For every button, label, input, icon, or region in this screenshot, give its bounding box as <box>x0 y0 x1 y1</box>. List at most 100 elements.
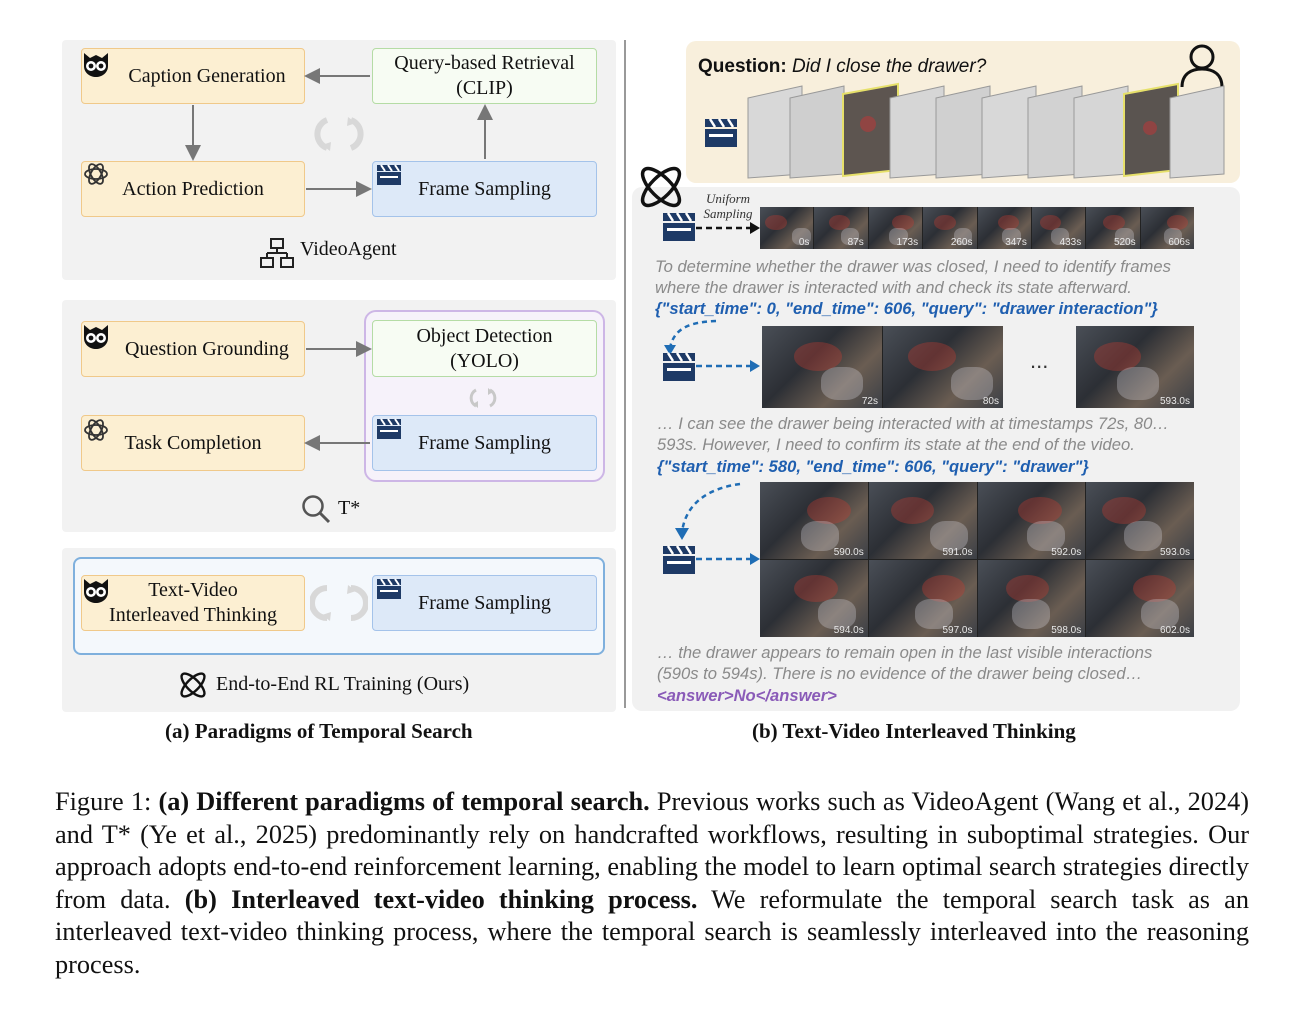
frame-timestamp: 0s <box>798 237 810 248</box>
cycle-icon <box>310 585 368 621</box>
frame-timestamp: 591.0s <box>942 547 973 558</box>
clapperboard-icon <box>377 418 401 439</box>
question-grounding-label: Question Grounding <box>125 337 289 360</box>
video-frame: 520s <box>1086 207 1140 249</box>
interaction-frame-strip: 72s 80s <box>762 326 1003 408</box>
thinking-label-2: Interleaved Thinking <box>109 604 277 626</box>
sampling-label: Sampling <box>703 206 753 221</box>
object-detection-label: Object Detection <box>416 324 553 347</box>
network-icon <box>260 238 294 268</box>
frame-timestamp: 590.0s <box>833 547 864 558</box>
sampling-arrow-2 <box>696 360 760 372</box>
reasoning-step-2: … I can see the drawer being interacted … <box>657 413 1169 455</box>
task-completion-label: Task Completion <box>124 431 262 454</box>
left-arrows <box>185 68 493 451</box>
subcaption-a: (a) Paradigms of Temporal Search <box>165 719 473 743</box>
object-detection-box: Object Detection (YOLO) <box>372 320 597 377</box>
frame-timestamp: 592.0s <box>1051 547 1082 558</box>
reasoning-line: To determine whether the drawer was clos… <box>655 257 1171 276</box>
owl-icon <box>84 325 108 349</box>
last-frame: 593.0s <box>1076 326 1194 408</box>
reasoning-line: 593s. However, I need to confirm its sta… <box>657 435 1135 454</box>
final-answer: <answer>No</answer> <box>657 686 837 705</box>
frame-timestamp: 598.0s <box>1051 625 1082 636</box>
caption-bold-b: (b) Interleaved text-video thinking proc… <box>184 884 698 914</box>
owl-icon <box>84 53 108 77</box>
clapperboard-icon <box>663 352 695 381</box>
video-frame: 260s <box>923 207 977 249</box>
ours-label: End-to-End RL Training (Ours) <box>216 673 470 695</box>
uniform-label: Uniform <box>705 191 751 206</box>
frame-timestamp: 433s <box>1059 237 1082 248</box>
thinking-box: Text-Video Interleaved Thinking <box>81 575 305 631</box>
curved-arrow-2 <box>675 482 741 540</box>
videoagent-label: VideoAgent <box>300 238 397 260</box>
video-frame: 72s <box>762 326 882 408</box>
subcaption-b: (b) Text-Video Interleaved Thinking <box>752 719 1076 743</box>
uniform-arrow <box>696 222 760 234</box>
frame-timestamp: 593.0s <box>1159 396 1190 407</box>
final-frame-grid: 590.0s 591.0s 592.0s 593.0s 594.0s 597.0s 598.… <box>760 482 1194 637</box>
question-grounding-box: Question Grounding <box>81 321 305 377</box>
video-frame: 590.0s <box>760 482 868 559</box>
tstar-label: T* <box>338 497 361 519</box>
frame-timestamp: 173s <box>896 237 919 248</box>
caption-text-a: Previous works such as VideoAgent (Wang … <box>55 787 1250 914</box>
sampling-arrow-3 <box>696 553 760 565</box>
clapperboard-icon <box>377 164 401 185</box>
frame-timestamp: 80s <box>982 396 999 407</box>
thinking-label: Text-Video <box>148 579 238 601</box>
openai-icon <box>84 163 108 185</box>
frame-timestamp: 597.0s <box>942 625 973 636</box>
video-frame: 591.0s <box>868 482 977 559</box>
reasoning-step-1: To determine whether the drawer was clos… <box>655 256 1171 298</box>
cycle-icon <box>469 388 497 408</box>
figure-caption: Figure 1: (a) Different paradigms of tem… <box>55 786 1249 982</box>
video-frame: 592.0s <box>977 482 1086 559</box>
question-text: Did I close the drawer? <box>791 56 987 77</box>
caption-bold-a: (a) Different paradigms of temporal sear… <box>158 787 650 816</box>
reasoning-step-3: … the drawer appears to remain open in t… <box>657 642 1152 684</box>
video-frame: 593.0s <box>1086 482 1194 559</box>
reasoning-line: where the drawer is interacted with and … <box>655 278 1132 297</box>
frame-sampling-label: Frame Sampling <box>418 431 551 454</box>
frame-sampling-label: Frame Sampling <box>418 591 551 614</box>
yolo-label: (YOLO) <box>450 349 519 372</box>
video-frame: 173s <box>868 207 923 249</box>
frame-timestamp: 72s <box>861 396 878 407</box>
frame-timestamp: 520s <box>1113 237 1136 248</box>
frame-timestamp: 87s <box>847 237 864 248</box>
person-icon <box>1180 44 1224 88</box>
caption-prefix: Figure 1: <box>55 787 159 816</box>
clapperboard-icon <box>663 212 695 241</box>
task-completion-box: Task Completion <box>81 415 305 471</box>
frame-ellipsis: ... <box>1030 348 1049 373</box>
caption-generation-box: Caption Generation <box>81 48 305 104</box>
video-frame: 597.0s <box>868 560 977 637</box>
tool-call-1: {"start_time": 0, "end_time": 606, "quer… <box>655 299 1158 318</box>
cycle-icon <box>314 117 364 151</box>
video-frames-stack <box>747 82 1225 179</box>
tool-call-2: {"start_time": 580, "end_time": 606, "qu… <box>657 457 1089 476</box>
caption-text-b: We reformulate the temporal search task … <box>55 884 1249 979</box>
reasoning-line: … I can see the drawer being interacted … <box>657 414 1169 433</box>
owl-icon <box>84 579 108 603</box>
panel-divider <box>624 40 626 708</box>
video-frame: 80s <box>883 326 1003 408</box>
clip-label: (CLIP) <box>456 77 513 99</box>
clapperboard-icon <box>705 118 737 147</box>
video-frame: 0s <box>760 207 814 249</box>
frame-sampling-box: Frame Sampling <box>372 415 597 471</box>
frame-timestamp: 594.0s <box>833 625 864 636</box>
video-frame: 347s <box>977 207 1031 249</box>
frame-timestamp: 260s <box>950 237 973 248</box>
frame-sampling-box: Frame Sampling <box>372 575 597 631</box>
frame-timestamp: 602.0s <box>1159 625 1190 636</box>
atom-icon <box>180 672 206 698</box>
query-retrieval-box: Query-based Retrieval (CLIP) <box>372 48 597 104</box>
caption-generation-label: Caption Generation <box>128 64 286 87</box>
video-frame: 593.0s <box>1076 326 1194 408</box>
video-frame: 602.0s <box>1086 560 1194 637</box>
frame-sampling-label: Frame Sampling <box>418 177 551 200</box>
